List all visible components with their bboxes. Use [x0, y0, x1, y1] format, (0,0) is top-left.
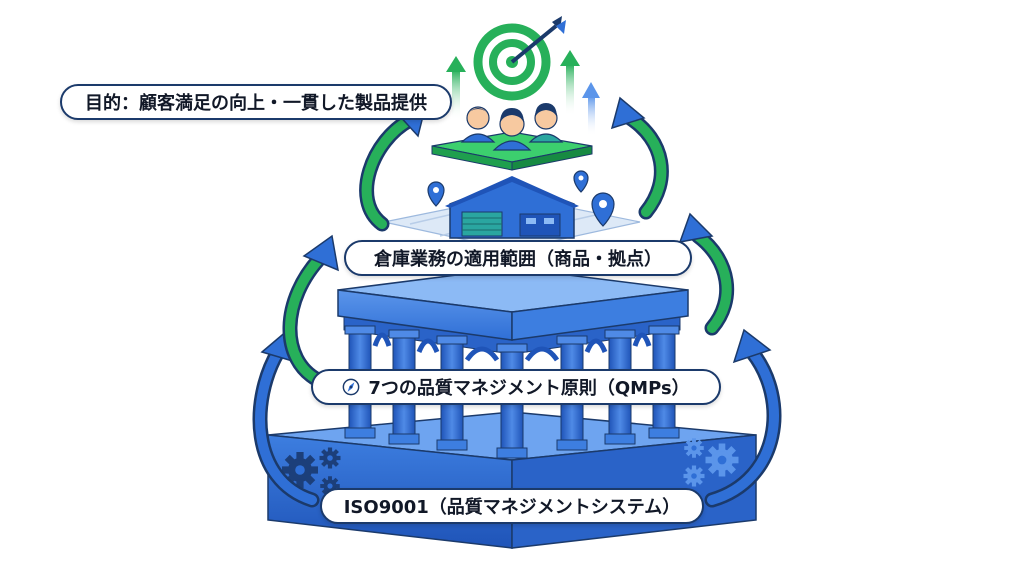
- scope-label: 倉庫業務の適用範囲（商品・拠点）: [344, 240, 692, 276]
- qmps-label: 7つの品質マネジメント原則（QMPs）: [311, 369, 721, 405]
- map-pin-icon: [427, 181, 445, 207]
- target-icon: [473, 16, 566, 101]
- goal-label-text: 目的：顧客満足の向上・一貫した製品提供: [85, 93, 427, 114]
- upper-tier-block: [337, 267, 689, 341]
- map-pin-icon: [573, 170, 589, 193]
- arch: [584, 338, 608, 354]
- arch: [372, 332, 392, 347]
- qmps-label-text: 7つの品質マネジメント原則（QMPs）: [368, 378, 690, 399]
- curved-arrow-icon: [704, 328, 782, 508]
- scope-label-text: 倉庫業務の適用範囲（商品・拠点）: [374, 249, 662, 270]
- up-arrow-icon: [446, 50, 600, 136]
- curved-arrow-icon: [282, 234, 339, 388]
- goal-platform: [431, 131, 593, 171]
- iso-label-text: ISO9001（品質マネジメントシステム）: [343, 497, 681, 518]
- compass-icon: [342, 378, 360, 396]
- curved-arrow-icon: [610, 96, 669, 220]
- goal-label: 目的：顧客満足の向上・一貫した製品提供: [60, 84, 452, 120]
- warehouse-icon: [445, 176, 579, 239]
- arch: [632, 332, 652, 347]
- curved-arrow-icon: [678, 212, 735, 336]
- map-pin-icon: [591, 192, 615, 227]
- arch: [464, 346, 500, 362]
- people-icon: [460, 103, 564, 151]
- arch: [524, 346, 560, 362]
- arch: [416, 338, 440, 354]
- curved-arrow-icon: [359, 102, 428, 232]
- iso-label: ISO9001（品質マネジメントシステム）: [320, 488, 704, 524]
